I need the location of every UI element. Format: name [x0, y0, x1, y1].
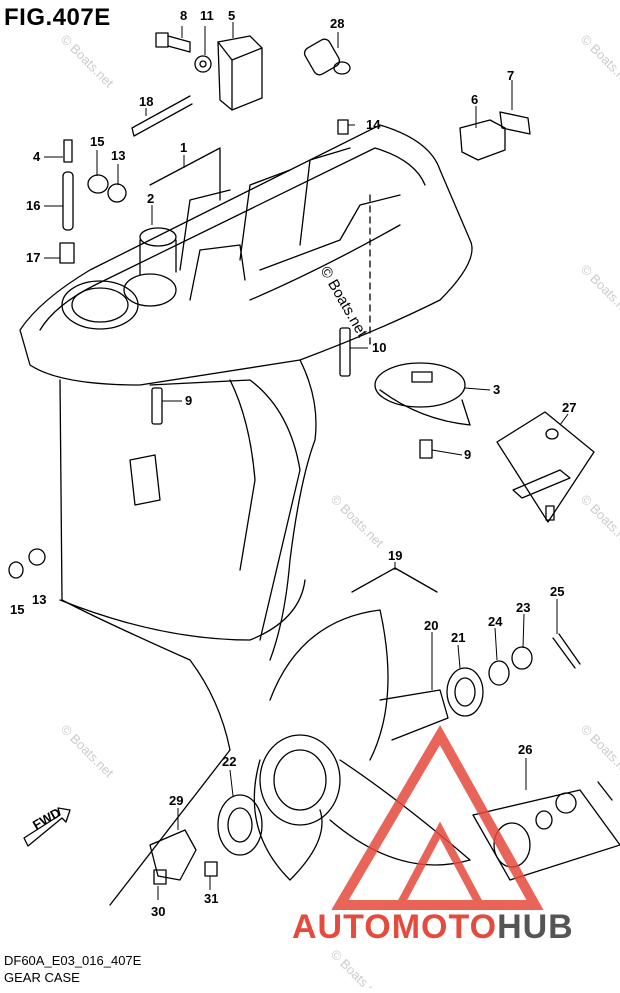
part-label-15-upper: 15: [90, 134, 104, 149]
part-label-11: 10: [372, 340, 386, 355]
part-label-15-lower: 15: [10, 602, 24, 617]
part-label-16: 16: [26, 198, 40, 213]
watermark-text: © Boats.net: [578, 492, 620, 551]
part-label-17: 17: [26, 250, 40, 265]
dowel-pin: [337, 119, 349, 135]
water-seal-part: [217, 35, 263, 111]
pin-stack-parts: [59, 139, 75, 264]
part-label-5: 5: [228, 8, 235, 23]
part-label-21: 21: [451, 630, 465, 645]
cap-part: [303, 38, 351, 76]
part-label-7: 7: [507, 68, 514, 83]
part-label-4: 4: [33, 149, 41, 164]
figure-caption: GEAR CASE: [4, 970, 80, 985]
watermark-text: © Boats.net: [58, 32, 117, 91]
strap-part: [131, 95, 193, 137]
part-label-12: 11: [200, 8, 214, 23]
fitting-parts: [149, 829, 218, 885]
brand-logo-icon: [331, 724, 544, 910]
part-label-18: 18: [139, 94, 153, 109]
watermark-text: © Boats.net: [578, 262, 620, 321]
part-label-28: 28: [330, 16, 344, 31]
part-label-19: 19: [388, 548, 402, 563]
brand-part1: AUTOMOTO: [292, 908, 498, 946]
watermark-text: © Boats.net: [578, 32, 620, 91]
watermark-text-main: © Boats.net: [317, 264, 371, 341]
part-label-13-upper: 13: [111, 148, 125, 163]
figure-code: DF60A_E03_016_407E: [4, 953, 142, 968]
watermark-text: © Boats.net: [58, 722, 117, 781]
small-bolt: [419, 439, 433, 459]
figure-title: FIG.407E: [4, 4, 111, 31]
part-label-23: 23: [516, 600, 530, 615]
watermark-layer: © Boats.net © Boats.net © Boats.net © Bo…: [58, 32, 620, 993]
bracket-line-1: [149, 147, 221, 201]
part-label-29: 29: [169, 793, 183, 808]
part-labels: 8 11 5 28 7 6 18 14 4 15 13 1 2 16 17 10…: [10, 8, 576, 919]
plug-washer-upper: [87, 174, 127, 203]
watermark-text: © Boats.net: [578, 722, 620, 781]
part-label-10: 9: [185, 393, 192, 408]
part-label-25: 25: [550, 584, 564, 599]
bolt-short: [151, 387, 163, 425]
part-label-9: 9: [464, 447, 471, 462]
brand-logo: AUTOMOTOHUB: [292, 908, 574, 947]
watermark-text: © Boats.net: [328, 492, 387, 551]
brand-part2: HUB: [497, 908, 574, 946]
fwd-arrow-icon: [23, 807, 71, 847]
prop-hardware-parts: [446, 633, 581, 717]
bracket-line-19: [351, 567, 438, 593]
bolt-long: [339, 327, 351, 377]
trim-tab-part: [374, 362, 471, 426]
plug-washer-lower: [8, 548, 46, 579]
part-label-24: 24: [488, 614, 503, 629]
part-label-3: 3: [493, 382, 500, 397]
part-label-14: 14: [366, 117, 381, 132]
leader-lines: [44, 22, 569, 900]
part-label-22: 22: [222, 754, 236, 769]
gear-case-housing: [19, 124, 473, 906]
part-label-8: 8: [180, 8, 187, 23]
part-label-31: 31: [204, 891, 218, 906]
part-label-30: 30: [151, 904, 165, 919]
anode-kit-box: [496, 411, 595, 523]
part-label-1: 1: [180, 140, 187, 155]
part-label-13-lower: 13: [32, 592, 46, 607]
part-label-20: 20: [424, 618, 438, 633]
part-label-6: 6: [471, 92, 478, 107]
watermark-text: © Boats.net: [328, 947, 387, 988]
part-label-26: 26: [518, 742, 532, 757]
bracket-parts: [459, 111, 531, 161]
part-label-2: 2: [147, 191, 154, 206]
bolt-washer-parts: [155, 32, 212, 73]
thrust-washer: [217, 794, 263, 856]
part-label-27: 27: [562, 400, 576, 415]
